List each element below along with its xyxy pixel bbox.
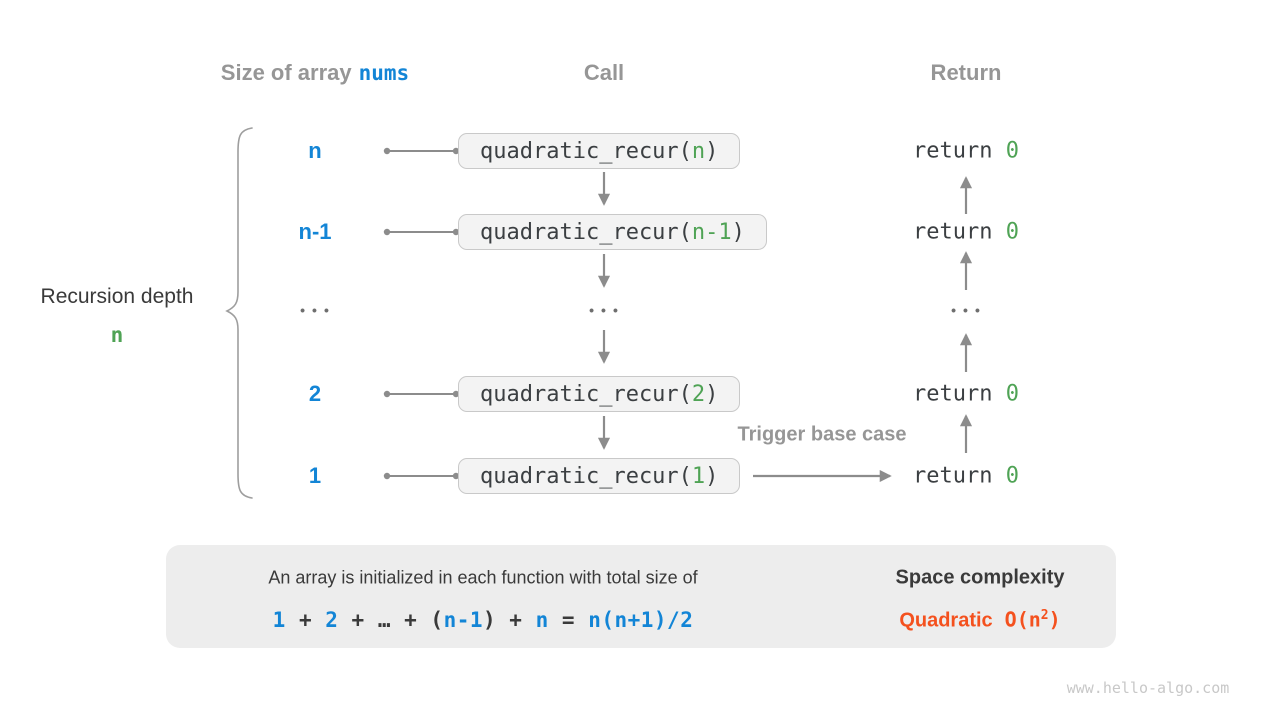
space-complexity-value: Quadratic O(n2) [899,608,1060,633]
return-text-n-1: return 0 [913,219,1019,245]
connector-dots [383,147,460,480]
size-label-2: 2 [308,381,322,406]
connector-dot [383,390,391,398]
size-to-call-connectors [387,150,456,477]
call-box-2: quadratic_recur(2) [458,376,741,412]
recursion-depth-label: Recursion depth [40,285,194,308]
call-box-n-1: quadratic_recur(n-1) [458,214,767,250]
return-text-2: return 0 [913,381,1019,407]
size-label-n-1: n-1 [298,219,332,244]
connector-dot [383,228,391,236]
return-ellipsis: ••• [951,302,987,318]
watermark: www.hello-algo.com [1066,679,1230,697]
call-text-n-1: quadratic_recur(n-1) [480,219,745,245]
recursion-depth-value: n [110,323,124,347]
call-box-n: quadratic_recur(n) [458,133,741,169]
summary-formula: 1 + 2 + … + (n-1) + n = n(n+1)/2 [272,608,694,632]
space-complexity-title: Space complexity [895,566,1065,589]
return-text-n: return 0 [913,138,1019,164]
connector-dot [383,472,391,480]
size-label-1: 1 [308,463,322,488]
header-size-prefix: Size of array [220,60,352,85]
complexity-word: Quadratic [899,609,993,632]
header-nums-code: nums [358,61,410,85]
summary-sentence: An array is initialized in each function… [268,567,698,588]
call-box-1: quadratic_recur(1) [458,458,741,494]
size-ellipsis: ••• [300,302,336,318]
trigger-base-case-label: Trigger base case [737,423,907,446]
return-text-1: return 0 [913,463,1019,489]
header-call: Call [583,60,625,85]
header-return: Return [930,60,1002,85]
big-o-notation: O(n2) [1004,607,1061,632]
summary-panel [166,545,1116,648]
size-label-n: n [308,138,322,163]
connector-dot [383,147,391,155]
call-text-1: quadratic_recur(1) [480,463,719,489]
recursion-depth-brace [225,127,253,499]
call-text-2: quadratic_recur(2) [480,381,719,407]
call-text-n: quadratic_recur(n) [480,138,719,164]
call-ellipsis: ••• [589,302,625,318]
